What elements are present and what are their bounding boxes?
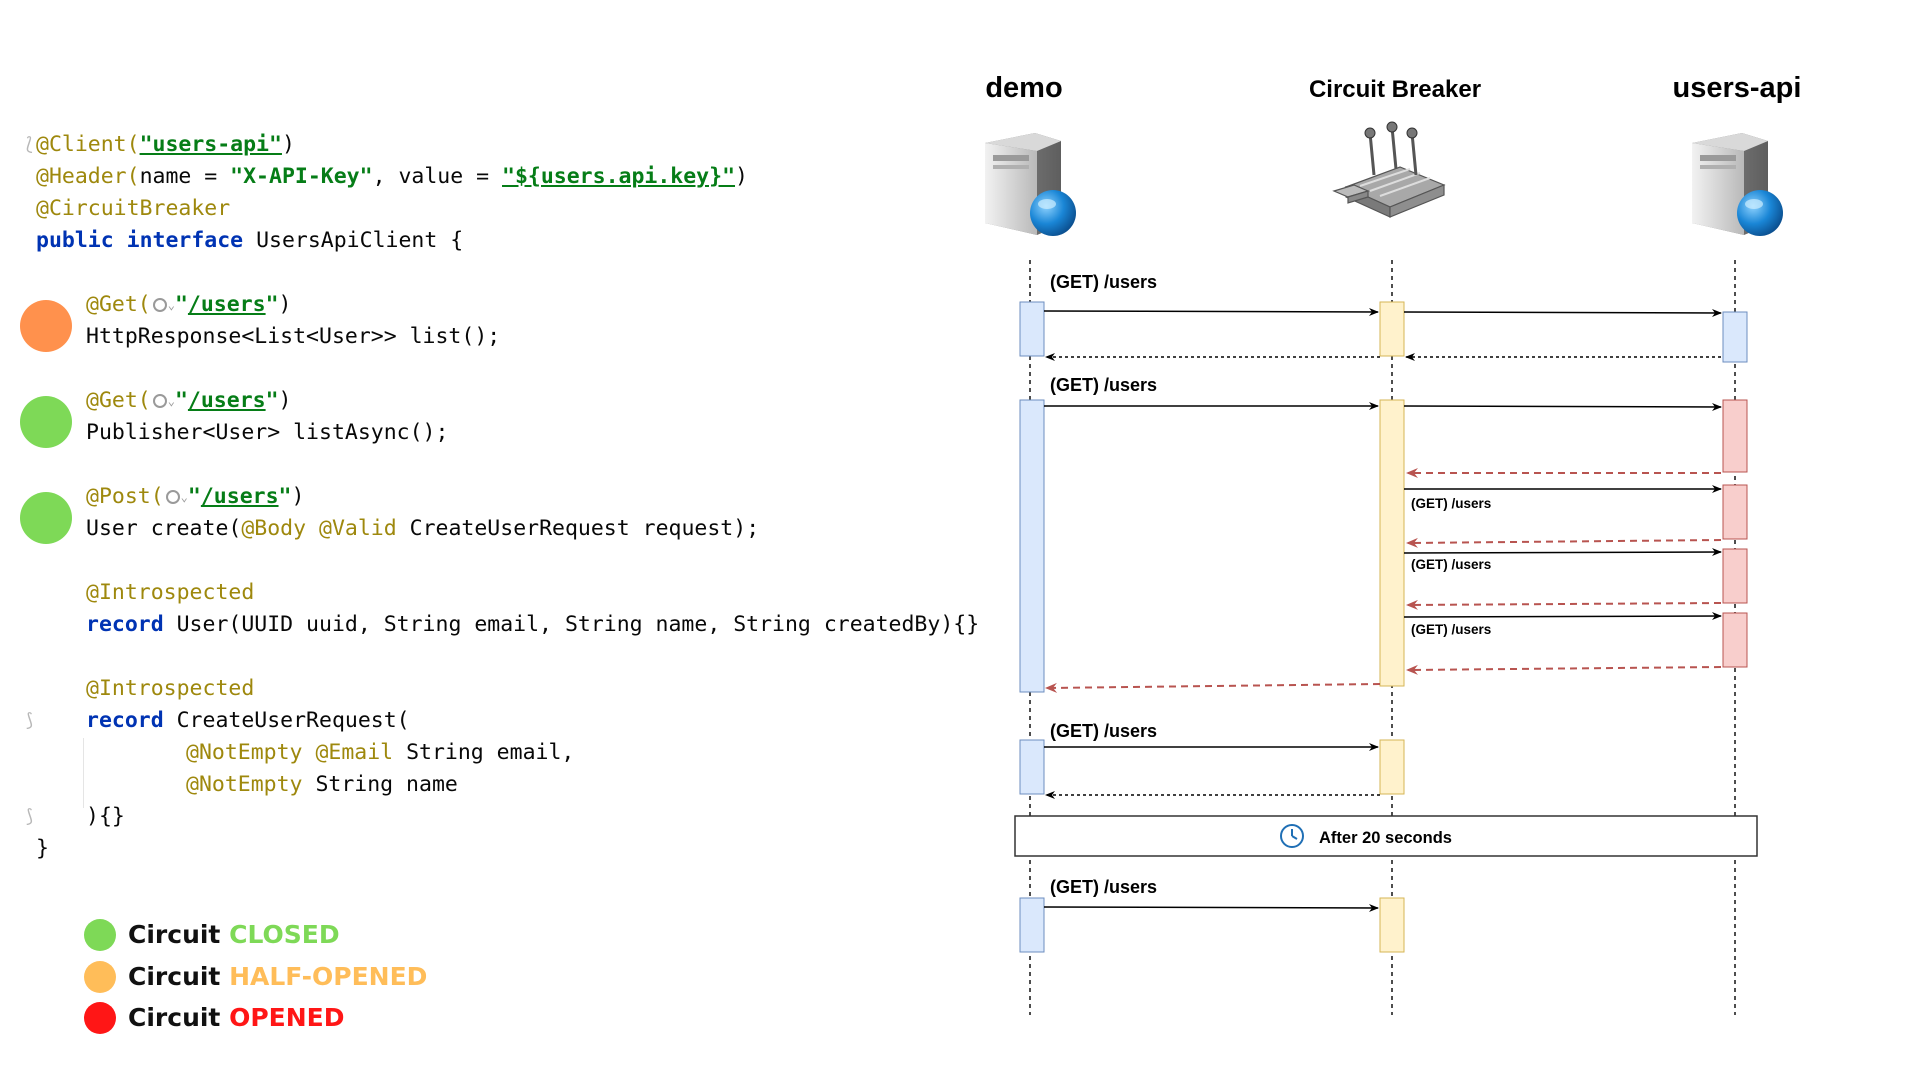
time-separator-box [1014, 815, 1758, 857]
code-line-list-signature: HttpResponse<List<User>> list(); [86, 324, 501, 349]
server-globe-icon [1692, 133, 1783, 236]
code-line-listasync-signature: Publisher<User> listAsync(); [86, 420, 449, 445]
clock-icon [1280, 824, 1304, 848]
request-arrow [1403, 308, 1722, 317]
retry-request-arrow [1403, 612, 1722, 621]
code-line-interface-declaration: public interface UsersApiClient { [36, 228, 464, 253]
url-globe-icon[interactable] [152, 394, 167, 408]
activation-demo [1019, 301, 1045, 357]
url-globe-icon[interactable] [152, 298, 167, 312]
code-line-header-annotation: @Header(name = "X-API-Key", value = "${u… [36, 164, 748, 189]
activation-users-api-error [1722, 484, 1748, 540]
endpoint-link[interactable]: /users [200, 484, 279, 509]
error-response-arrow [1406, 664, 1722, 675]
request-arrow [1403, 402, 1722, 411]
activation-users-api-error [1722, 399, 1748, 473]
endpoint-link[interactable]: /users [187, 292, 266, 317]
chevron-down-icon[interactable]: ⌄ [180, 490, 188, 504]
activation-users-api [1722, 311, 1748, 363]
message-label: (GET) /users [1050, 721, 1157, 741]
message-label: (GET) /users [1050, 272, 1157, 292]
error-response-arrow [1045, 682, 1381, 693]
fold-marker[interactable]: ⟆ [24, 806, 35, 827]
code-line-post-annotation: @Post(⌄"/users") [86, 484, 305, 509]
property-link[interactable]: "${users.api.key}" [502, 164, 736, 189]
code-line-user-record: record User(UUID uuid, String email, Str… [86, 612, 980, 637]
activation-demo [1019, 399, 1045, 693]
message-label: (GET) /users [1411, 557, 1491, 572]
code-line-introspected: @Introspected [86, 580, 255, 605]
code-editor: ⟅ @Client("users-api") @Header(name = "X… [20, 132, 979, 861]
method-status-dot-closed [20, 492, 72, 544]
code-line-client-annotation: @Client("users-api") [36, 132, 295, 157]
legend-dot [84, 919, 116, 951]
code-line-close-record: ){} [86, 804, 125, 829]
chevron-down-icon[interactable]: ⌄ [167, 394, 175, 408]
endpoint-link[interactable]: /users [187, 388, 266, 413]
activation-demo [1019, 897, 1045, 953]
activation-users-api-error [1722, 548, 1748, 604]
activation-demo [1019, 739, 1045, 795]
activation-circuit-breaker [1379, 739, 1405, 795]
code-line-name-field: @NotEmpty String name [186, 772, 458, 797]
participant-title-circuit-breaker: Circuit Breaker [1308, 76, 1482, 103]
error-response-arrow [1406, 599, 1722, 610]
error-response-arrow [1406, 537, 1722, 548]
code-line-circuitbreaker-annotation: @CircuitBreaker [36, 196, 231, 221]
chevron-down-icon[interactable]: ⌄ [167, 298, 175, 312]
fold-marker[interactable]: ⟅ [24, 134, 35, 155]
message-label: (GET) /users [1050, 877, 1157, 897]
legend-dot [84, 1002, 116, 1034]
client-id-link[interactable]: "users-api" [139, 132, 282, 157]
participant-title-users-api: users-api [1672, 72, 1802, 104]
message-label: (GET) /users [1050, 375, 1157, 395]
activation-circuit-breaker [1379, 301, 1405, 357]
indent-guide [83, 738, 84, 808]
url-globe-icon[interactable] [165, 490, 180, 504]
fold-marker[interactable]: ⟆ [24, 710, 35, 731]
code-line-email-field: @NotEmpty @Email String email, [186, 740, 575, 765]
message-label: (GET) /users [1411, 496, 1491, 511]
code-line-introspected: @Introspected [86, 676, 255, 701]
activation-users-api-error [1722, 612, 1748, 668]
activation-circuit-breaker [1379, 399, 1405, 687]
method-status-dot-closed [20, 396, 72, 448]
code-line-create-signature: User create(@Body @Valid CreateUserReque… [86, 516, 760, 541]
server-globe-icon [985, 133, 1076, 236]
method-status-dot-half-opened [20, 300, 72, 352]
legend-dot [84, 961, 116, 993]
code-line-get-annotation: @Get(⌄"/users") [86, 292, 292, 317]
code-line-close-interface: } [36, 836, 49, 861]
activation-circuit-breaker [1379, 897, 1405, 953]
retry-request-arrow [1403, 548, 1722, 557]
participant-title-demo: demo [985, 72, 1063, 104]
circuit-breaker-switch-icon [1332, 121, 1446, 218]
separator-label: After 20 seconds [1319, 829, 1452, 847]
request-arrow [1043, 903, 1379, 912]
code-line-get-annotation: @Get(⌄"/users") [86, 388, 292, 413]
message-label: (GET) /users [1411, 622, 1491, 637]
code-line-create-request-record: record CreateUserRequest( [86, 708, 410, 733]
request-arrow [1043, 307, 1379, 316]
